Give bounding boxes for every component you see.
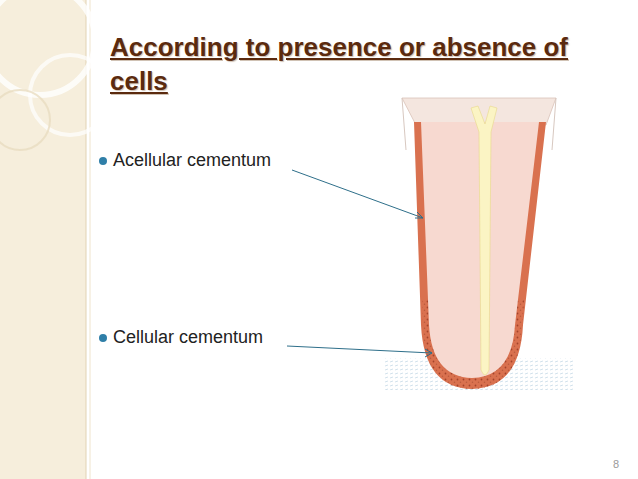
pulp-canal <box>471 106 497 375</box>
leader-line <box>292 170 423 218</box>
bullet-dot <box>99 334 107 342</box>
bullet-label: Cellular cementum <box>113 327 263 348</box>
bullet-label: Acellular cementum <box>113 150 271 171</box>
deco-circle <box>30 55 110 135</box>
side-band <box>0 0 86 479</box>
bullet-dot <box>99 157 107 165</box>
page-number: 8 <box>613 458 619 470</box>
leader-line <box>287 346 432 353</box>
deco-circle <box>0 90 50 150</box>
slide-title: According to presence or absence of cell… <box>110 30 625 98</box>
band-edge <box>90 0 91 479</box>
deco-circle <box>0 0 95 95</box>
